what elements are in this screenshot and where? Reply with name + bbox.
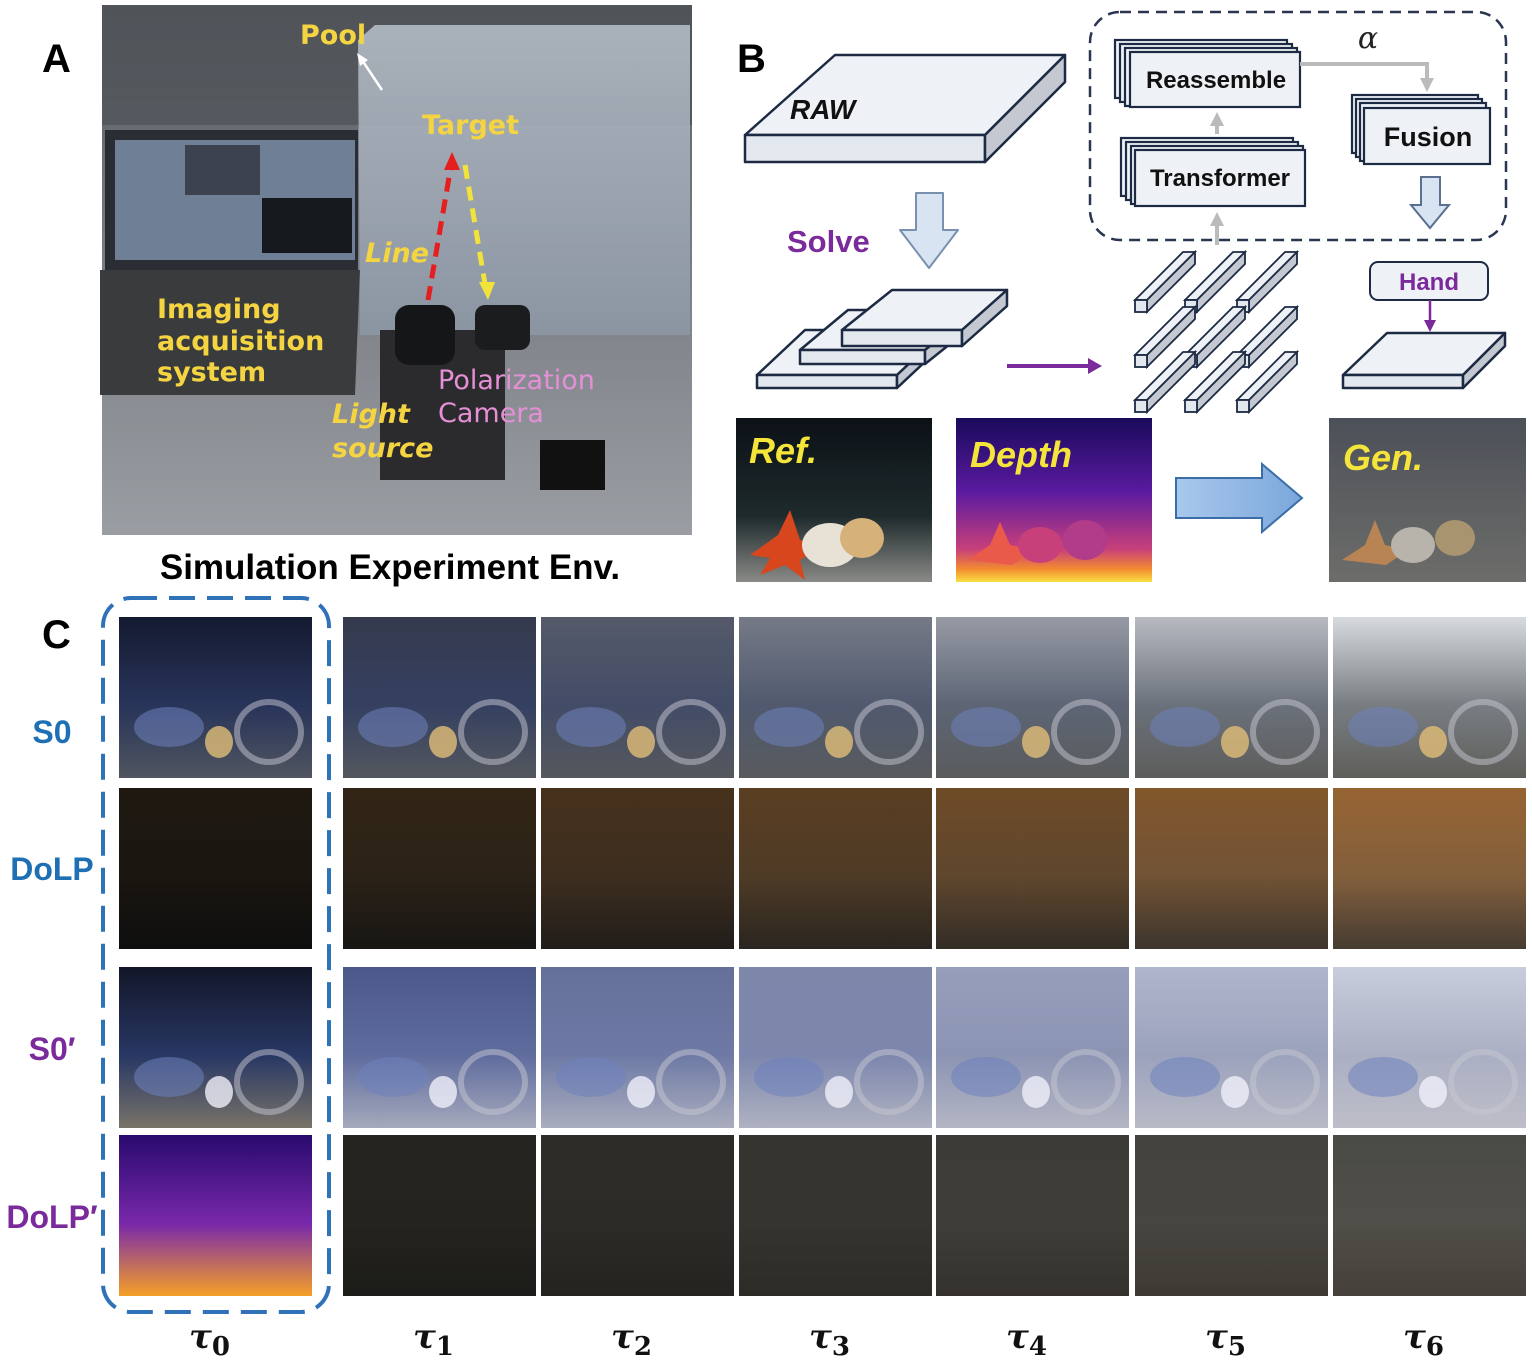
column-label-tau3: τ3 [809, 1317, 850, 1360]
cell-dolp-prime-tau2 [541, 1135, 734, 1296]
column-label-tau6: τ6 [1403, 1317, 1444, 1360]
cell-dolp-tau5 [1135, 788, 1328, 949]
cell-s0-prime-tau4 [936, 967, 1129, 1128]
token-bars [1132, 249, 1300, 415]
cell-s0-prime-tau0 [119, 967, 312, 1128]
cell-dolp-prime-tau3 [739, 1135, 932, 1296]
token-bar [1132, 349, 1198, 415]
reference-image [736, 418, 932, 582]
cell-s0-tau3 [739, 617, 932, 778]
cell-s0-prime-tau2 [541, 967, 734, 1128]
annotation-target: Target [422, 110, 519, 141]
annotation-pool: Pool [300, 20, 366, 51]
annotation-imaging-1: Imaging [157, 294, 281, 325]
cell-s0-tau2 [541, 617, 734, 778]
cell-s0-tau1 [343, 617, 536, 778]
cell-s0-tau0 [119, 617, 312, 778]
generated-image [1329, 418, 1526, 582]
image-grid [119, 617, 1526, 1296]
tau0-highlight-box [101, 596, 331, 1314]
fusion-down-arrow-icon [1408, 176, 1452, 230]
transformer-module-box [1088, 10, 1508, 242]
transformer-label: Transformer [1150, 165, 1290, 192]
cell-dolp-prime-tau1 [343, 1135, 536, 1296]
depth-label: Depth [970, 434, 1072, 475]
cell-dolp-tau2 [541, 788, 734, 949]
depth-image [956, 418, 1152, 582]
cell-dolp-prime-tau4 [936, 1135, 1129, 1296]
output-slab [1341, 331, 1507, 390]
solve-arrow-icon [899, 192, 959, 269]
cell-dolp-tau6 [1333, 788, 1526, 949]
alpha-label: α [1358, 21, 1378, 56]
cell-dolp-prime-tau6 [1333, 1135, 1526, 1296]
row-label-s0-prime: S0′ [29, 1031, 76, 1067]
cell-s0-prime-tau1 [343, 967, 536, 1128]
annotation-line: Line [365, 238, 429, 269]
pool-pointer-arrow [360, 59, 384, 91]
ref-label: Ref. [749, 430, 817, 471]
generate-arrow-icon [1175, 461, 1304, 535]
row-label-dolp-prime: DoLP′ [6, 1199, 98, 1235]
annotation-imaging-2: acquisition [157, 326, 324, 357]
transformer-block [1119, 136, 1307, 208]
cell-dolp-tau0 [119, 788, 312, 949]
token-bar [1234, 249, 1300, 315]
gen-label: Gen. [1343, 437, 1423, 478]
annotation-camera-1: Polarization [438, 365, 595, 396]
panel-a-caption: Simulation Experiment Env. [160, 548, 620, 587]
annotation-imaging-3: system [157, 357, 266, 388]
hand-label: Hand [1399, 269, 1459, 296]
reassemble-block [1113, 38, 1302, 109]
row-label-dolp: DoLP [10, 851, 94, 887]
annotation-light-2: source [332, 433, 433, 464]
cell-s0-tau6 [1333, 617, 1526, 778]
panel-a-label: A [42, 37, 71, 81]
annotation-light-1: Light [332, 399, 411, 430]
annotation-camera-2: Camera [438, 398, 544, 429]
raw-slab [743, 53, 1067, 164]
column-labels: τ0 τ1 τ2 τ3 τ4 τ5 τ6 [189, 1317, 1444, 1360]
stacked-slabs [755, 288, 1009, 390]
panel-c-label: C [42, 613, 71, 657]
cell-s0-tau4 [936, 617, 1129, 778]
cell-dolp-prime-tau0 [119, 1135, 312, 1296]
token-bar [1182, 349, 1248, 415]
token-bar [1132, 249, 1198, 315]
panel-b-label: B [737, 37, 766, 81]
fusion-block [1350, 93, 1492, 166]
cell-dolp-tau4 [936, 788, 1129, 949]
fusion-label: Fusion [1384, 122, 1473, 152]
reassemble-label: Reassemble [1146, 67, 1286, 94]
column-label-tau2: τ2 [611, 1317, 652, 1360]
cell-dolp-prime-tau5 [1135, 1135, 1328, 1296]
raw-label: RAW [790, 94, 858, 125]
token-bar [1234, 349, 1300, 415]
row-label-s0: S0 [32, 714, 71, 750]
cell-s0-prime-tau3 [739, 967, 932, 1128]
column-label-tau4: τ4 [1006, 1317, 1047, 1360]
token-bar [1132, 304, 1198, 370]
token-bar [1182, 249, 1248, 315]
solve-label: Solve [787, 224, 870, 259]
emitted-light-line [425, 159, 455, 301]
column-label-tau1: τ1 [413, 1317, 454, 1360]
cell-s0-tau5 [1135, 617, 1328, 778]
cell-dolp-tau1 [343, 788, 536, 949]
experiment-photo [100, 5, 692, 535]
cell-dolp-tau3 [739, 788, 932, 949]
column-label-tau5: τ5 [1205, 1317, 1246, 1360]
cell-s0-prime-tau5 [1135, 967, 1328, 1128]
cell-s0-prime-tau6 [1333, 967, 1526, 1128]
column-label-tau0: τ0 [189, 1317, 230, 1360]
